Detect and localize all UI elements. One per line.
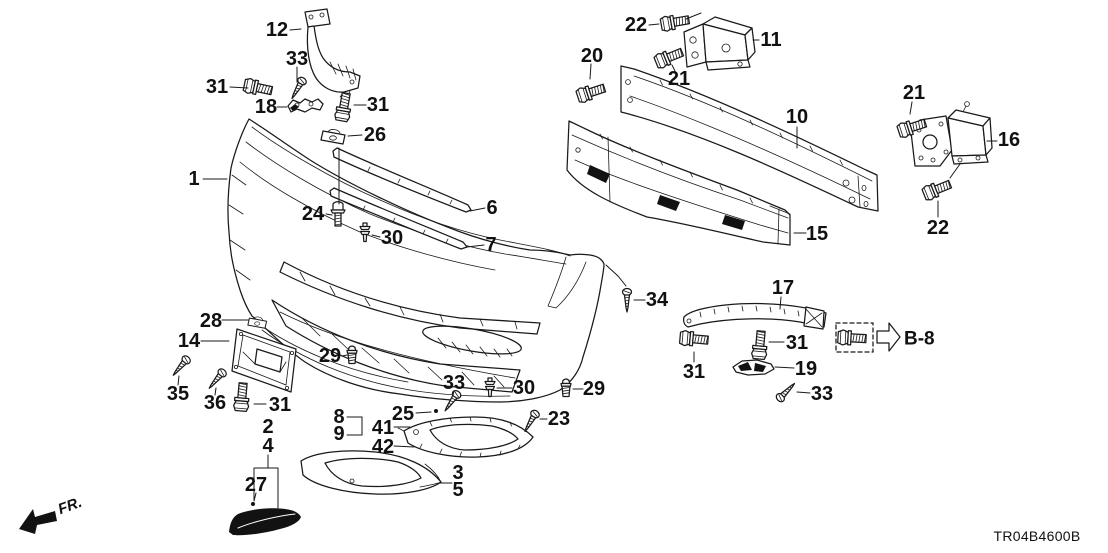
callout-18-3: 18 [255, 96, 277, 118]
callout-7-10: 7 [485, 234, 496, 256]
bumper-absorber [566, 120, 791, 246]
callout-23-40: 23 [548, 408, 570, 430]
upper-molding [332, 147, 472, 213]
b8-reference: B-8 [835, 322, 935, 353]
bolt-20 [574, 80, 608, 105]
clip-26 [320, 128, 346, 145]
upper-stay-bracket [304, 8, 361, 98]
fog-garnish-left [300, 450, 442, 495]
callout-29-31: 29 [319, 345, 341, 367]
callout-3-44: 3 [452, 462, 463, 484]
screw-33-top [287, 75, 309, 102]
callout-31-23: 31 [683, 361, 705, 383]
callout-5-45: 5 [452, 479, 463, 501]
fr-direction: FR. [19, 494, 84, 534]
leader-lines [177, 12, 998, 512]
callout-19-24: 19 [795, 358, 817, 380]
callout-41-37: 41 [372, 417, 394, 439]
license-plate-base [231, 328, 297, 393]
bolt-31-spacer-left [678, 329, 710, 349]
callout-34-20: 34 [646, 289, 669, 311]
hardware-screws [169, 75, 799, 435]
callout-27-43: 27 [245, 474, 267, 496]
callout-31-2: 31 [206, 76, 228, 98]
callout-31-4: 31 [367, 94, 389, 116]
bolt-31-upper [333, 91, 355, 123]
callout-2-41: 2 [262, 416, 273, 438]
callout-26-5: 26 [364, 124, 386, 146]
bolt-b8 [837, 329, 867, 347]
callout-21-17: 21 [903, 82, 925, 104]
callout-42-38: 42 [372, 436, 394, 458]
callout-22-11: 22 [625, 14, 647, 36]
screw-35 [169, 353, 193, 379]
callout-30-8: 30 [381, 227, 403, 249]
bolt-22-left [659, 11, 691, 33]
callout-11-12: 11 [760, 29, 781, 51]
b8-label: B-8 [904, 329, 935, 350]
clip-29-left [346, 345, 358, 365]
callout-22-19: 22 [927, 217, 949, 239]
callout-31-30: 31 [269, 394, 291, 416]
callout-24-7: 24 [302, 203, 325, 225]
fog-garnish-right [397, 416, 534, 458]
screw-33-right [774, 379, 799, 404]
b8-dashed-box [835, 322, 874, 353]
callout-12-0: 12 [266, 19, 288, 41]
callout-33-25: 33 [811, 383, 833, 405]
front-bumper-face [227, 118, 605, 403]
beam-bracket-right-16 [910, 101, 993, 167]
callout-33-1: 33 [286, 48, 308, 70]
side-spacer-17 [683, 302, 827, 330]
callout-4-42: 4 [262, 435, 274, 457]
callout-17-21: 17 [772, 277, 794, 299]
screw-36 [205, 366, 229, 392]
side-bracket-19 [732, 359, 775, 376]
part-code: TR04B4600B [993, 528, 1080, 544]
beam-bracket-left-11 [683, 16, 756, 71]
bolt-31-spacer-mid [750, 329, 770, 361]
bolt-31-license [232, 381, 252, 413]
callout-16-18: 16 [998, 129, 1020, 151]
callout-8-35: 8 [333, 406, 344, 428]
callout-30-33: 30 [513, 377, 535, 399]
screw-25-tip [434, 409, 438, 413]
lower-garnish-dark [229, 502, 301, 536]
callout-20-14: 20 [581, 45, 603, 67]
fr-arrow-icon [19, 509, 57, 534]
b8-arrow-icon [876, 322, 901, 352]
clip-29-bottom [560, 378, 572, 398]
callout-36-29: 36 [204, 392, 226, 414]
screw-34 [621, 287, 633, 313]
callout-25-39: 25 [392, 403, 414, 425]
callout-1-6: 1 [188, 168, 199, 190]
bumper-beam [620, 65, 879, 212]
callout-6-9: 6 [486, 197, 497, 219]
callout-31-22: 31 [786, 332, 808, 354]
callout-21-13: 21 [668, 68, 690, 90]
bolt-22-right [920, 176, 954, 203]
callout-9-36: 9 [333, 423, 344, 445]
fr-label: FR. [56, 494, 85, 518]
callout-29-34: 29 [583, 378, 605, 400]
bolt-21-left [652, 44, 686, 71]
callout-14-27: 14 [178, 330, 201, 352]
callout-33-32: 33 [443, 372, 465, 394]
callout-15-16: 15 [806, 223, 828, 245]
callout-28-26: 28 [200, 310, 222, 332]
callout-10-15: 10 [786, 106, 808, 128]
callout-35-28: 35 [167, 383, 189, 405]
corner-bracket-18 [287, 98, 324, 113]
